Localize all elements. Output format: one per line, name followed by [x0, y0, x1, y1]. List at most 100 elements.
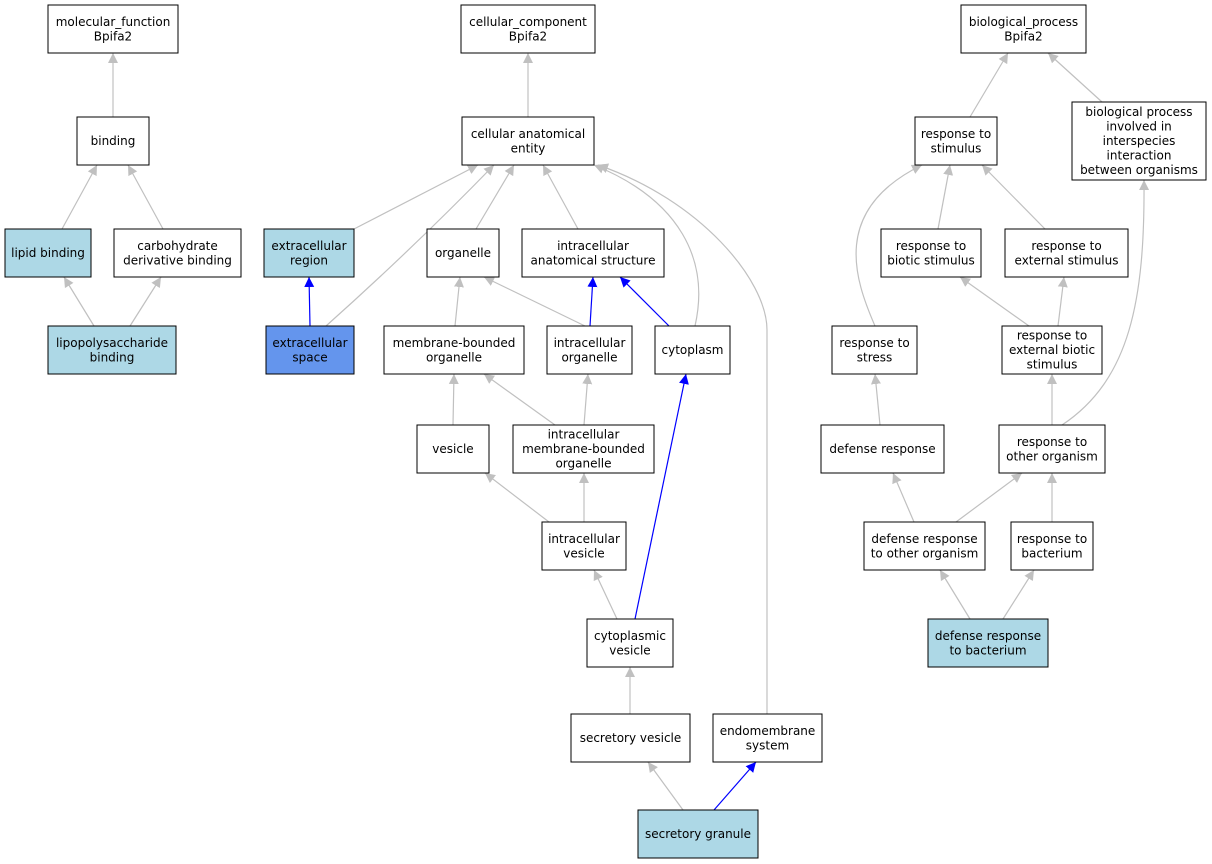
- node-label: organelle: [435, 246, 491, 260]
- node-label: vesicle: [563, 546, 604, 560]
- node-vesicle[interactable]: vesicle: [416, 424, 490, 474]
- node-label: binding: [91, 134, 136, 148]
- node-label: response to: [896, 239, 966, 253]
- node-box: [960, 4, 1087, 54]
- node-box: [831, 325, 918, 375]
- node-label: Bpifa2: [94, 29, 132, 43]
- edge-ecs-to-ecr: [304, 276, 315, 327]
- node-box: [512, 424, 655, 474]
- edge-drtb-to-rtb: [1002, 569, 1035, 620]
- node-label: derivative binding: [123, 253, 232, 267]
- node-box: [4, 228, 92, 278]
- node-box: [265, 325, 355, 375]
- node-lipid-binding[interactable]: lipid binding: [4, 228, 92, 278]
- node-label: stress: [857, 350, 893, 364]
- node-label: between organisms: [1080, 163, 1198, 177]
- node-label: carbohydrate: [137, 239, 218, 253]
- node-label: other organism: [1006, 449, 1098, 463]
- node-label: to other organism: [871, 546, 979, 560]
- edge-rtebs-to-rtes: [1057, 276, 1068, 327]
- node-label: organelle: [555, 457, 611, 471]
- edge-rtbs-to-rts: [937, 164, 954, 230]
- node-label: membrane-bounded: [393, 336, 516, 350]
- node-label: response to: [1017, 532, 1087, 546]
- node-label: lipopolysaccharide: [56, 336, 168, 350]
- node-label: response to: [1031, 239, 1101, 253]
- node-label: biological_process: [969, 15, 1078, 29]
- node-label: interspecies: [1103, 134, 1176, 148]
- node-label: secretory granule: [645, 827, 751, 841]
- node-label: cellular_component: [469, 15, 587, 29]
- edge-sg-to-es: [713, 761, 757, 811]
- edge-cv-to-cytoplasm: [634, 373, 689, 620]
- edge-lps_binding-to-lipid_binding: [63, 276, 95, 327]
- node-label: system: [746, 738, 789, 752]
- edge-organelle-to-cae: [475, 164, 515, 230]
- node-label: defense response: [829, 442, 935, 456]
- edge-imbo-to-mbo: [483, 373, 556, 426]
- edge-ias-to-cae: [542, 164, 579, 230]
- edge-carb_binding-to-binding: [127, 164, 164, 230]
- edge-cytoplasm-to-cae: [593, 164, 700, 327]
- edge-rts-to-bp: [969, 52, 1009, 118]
- node-sv[interactable]: secretory vesicle: [570, 713, 691, 763]
- node-organelle[interactable]: organelle: [426, 228, 500, 278]
- node-box: [546, 325, 633, 375]
- node-dr[interactable]: defense response: [820, 424, 945, 474]
- node-label: vesicle: [609, 643, 650, 657]
- node-box: [541, 521, 627, 571]
- node-label: response to: [1017, 329, 1087, 343]
- node-box: [263, 228, 355, 278]
- node-label: organelle: [426, 350, 482, 364]
- node-label: endomembrane: [720, 724, 816, 738]
- node-binding[interactable]: binding: [76, 116, 150, 166]
- node-label: to bacterium: [949, 643, 1026, 657]
- node-label: extracellular: [272, 336, 347, 350]
- edge-ecr-to-cae: [353, 164, 479, 230]
- node-label: response to: [839, 336, 909, 350]
- node-box: [383, 325, 525, 375]
- node-label: region: [290, 253, 328, 267]
- node-sg[interactable]: secretory granule: [637, 809, 759, 859]
- node-label: entity: [511, 141, 546, 155]
- node-label: response to: [921, 127, 991, 141]
- node-label: lipid binding: [11, 246, 85, 260]
- node-label: biotic stimulus: [887, 253, 975, 267]
- node-box: [914, 116, 998, 166]
- node-box: [416, 424, 490, 474]
- edge-bpii-to-bp: [1047, 52, 1103, 103]
- edge-dr-to-rtst: [870, 373, 881, 426]
- node-box: [654, 325, 731, 375]
- node-cytoplasm[interactable]: cytoplasm: [654, 325, 731, 375]
- edge-drtoo-to-dr: [892, 472, 915, 523]
- edge-vesicle-to-mbo: [448, 373, 459, 426]
- node-box: [1071, 101, 1207, 181]
- edge-rtoo-to-bpii: [1061, 179, 1150, 426]
